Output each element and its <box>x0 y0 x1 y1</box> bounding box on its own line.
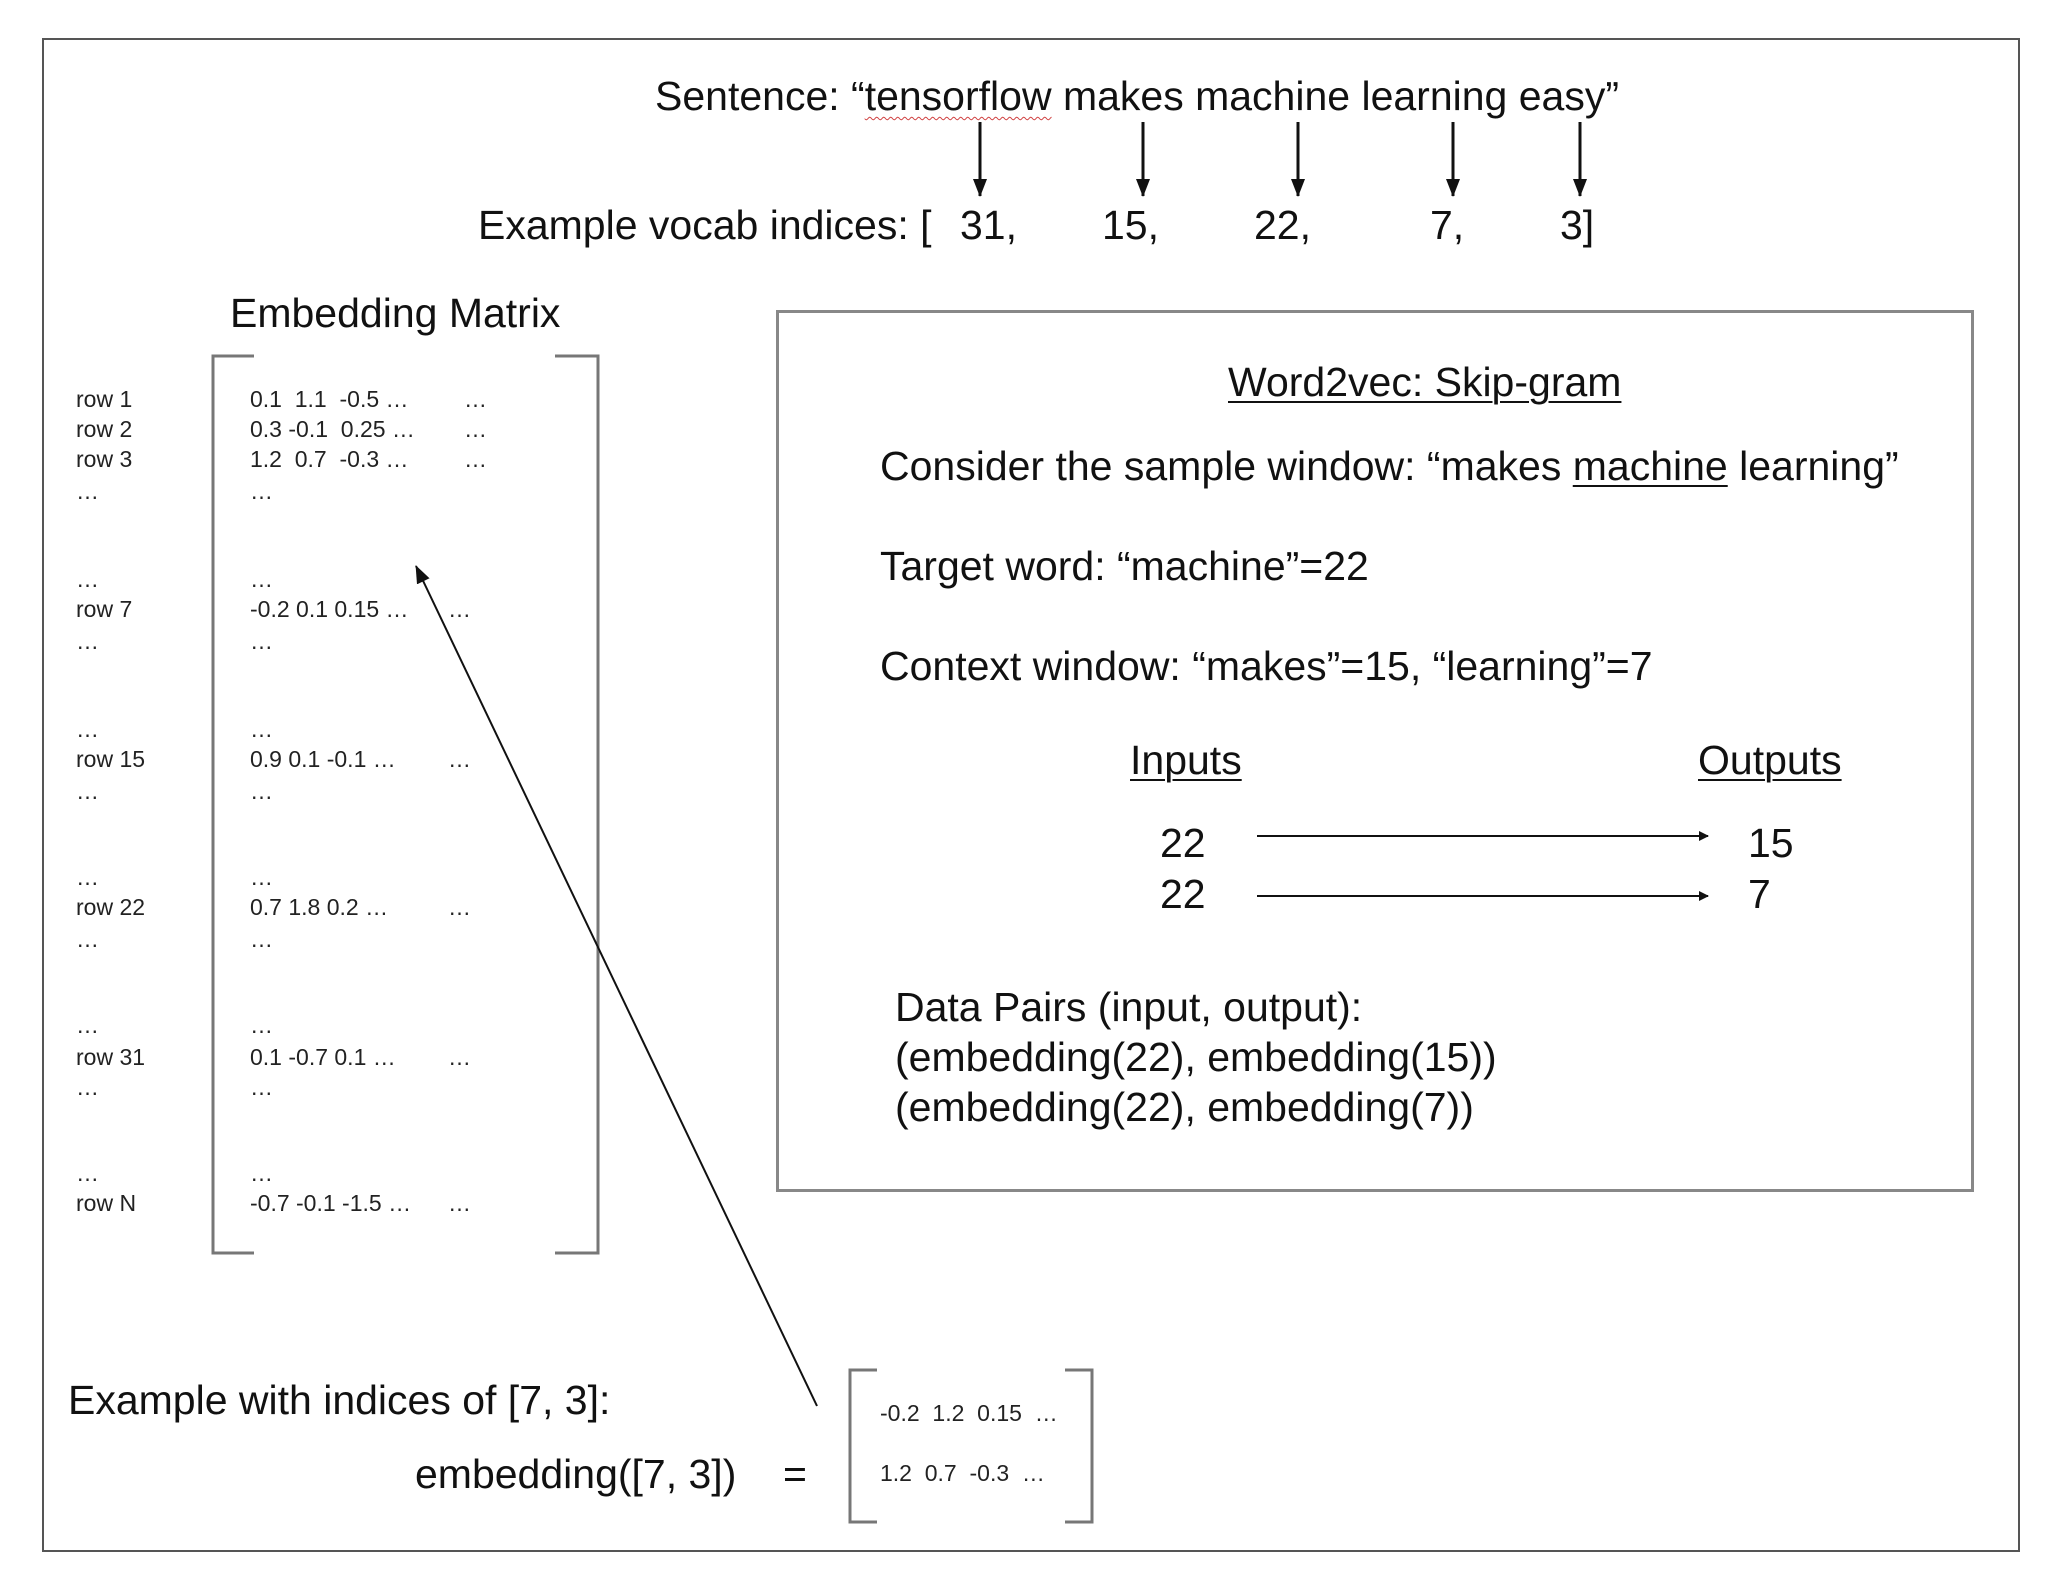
sample-window-suffix: learning” <box>1727 443 1899 489</box>
sample-window-target: machine <box>1572 443 1728 489</box>
vocab-index-7: 7, <box>1430 202 1465 248</box>
skipgram-box <box>776 310 1974 1192</box>
matrix-row-label: row 15 <box>76 746 146 772</box>
example-heading: Example with indices of [7, 3]: <box>68 1377 611 1423</box>
matrix-row-label: … <box>76 1160 99 1186</box>
embedding-call: embedding([7, 3]) <box>415 1451 737 1497</box>
skipgram-title: Word2vec: Skip-gram <box>1228 359 1622 405</box>
data-pair-line: (embedding(22), embedding(7)) <box>895 1084 1474 1130</box>
sample-window-line: Consider the sample window: “makes machi… <box>880 446 1899 487</box>
diagram-frame <box>42 38 2020 1552</box>
matrix-row-values: … <box>250 628 273 654</box>
sample-window-prefix: Consider the sample window: “makes <box>880 443 1573 489</box>
matrix-row-ellipsis: … <box>464 416 487 442</box>
matrix-row-values: 0.7 1.8 0.2 … <box>250 894 389 920</box>
vocab-index-31: 31, <box>960 202 1017 248</box>
matrix-row-label: row 7 <box>76 596 133 622</box>
matrix-row-label: row 2 <box>76 416 133 442</box>
sentence-word-tensorflow: tensorflow <box>864 73 1052 119</box>
matrix-row-label: … <box>76 478 99 504</box>
pair-input: 22 <box>1160 820 1206 866</box>
matrix-row-label: row 1 <box>76 386 133 412</box>
pair-input: 22 <box>1160 871 1206 917</box>
matrix-row-ellipsis: … <box>448 596 471 622</box>
inputs-header: Inputs <box>1130 737 1242 783</box>
vocab-index-15: 15, <box>1102 202 1159 248</box>
matrix-row-label: … <box>76 628 99 654</box>
matrix-row-values: … <box>250 926 273 952</box>
lookup-arrow <box>415 565 818 1407</box>
context-window-line: Context window: “makes”=15, “learning”=7 <box>880 643 1653 689</box>
vocab-indices-label: Example vocab indices: [ <box>478 202 932 248</box>
outputs-header: Outputs <box>1698 737 1842 783</box>
matrix-row-ellipsis: … <box>464 386 487 412</box>
matrix-row-values: 1.2 0.7 -0.3 … <box>250 446 409 472</box>
result-right-bracket <box>1065 1368 1094 1524</box>
matrix-row-values: … <box>250 716 273 742</box>
matrix-left-bracket <box>211 354 254 1255</box>
matrix-row-label: row 22 <box>76 894 146 920</box>
target-word-line: Target word: “machine”=22 <box>880 543 1369 589</box>
data-pairs-title: Data Pairs (input, output): <box>895 984 1363 1030</box>
matrix-row-label: … <box>76 716 99 742</box>
matrix-right-bracket <box>555 354 600 1255</box>
matrix-row-values: … <box>250 566 273 592</box>
matrix-row-label: row 3 <box>76 446 133 472</box>
matrix-row-label: row 31 <box>76 1044 146 1070</box>
matrix-row-values: … <box>250 1012 273 1038</box>
matrix-row-label: … <box>76 778 99 804</box>
equals-sign: = <box>783 1451 807 1497</box>
embedding-matrix-title: Embedding Matrix <box>230 290 561 336</box>
matrix-row-ellipsis: … <box>464 446 487 472</box>
matrix-row-label: … <box>76 1074 99 1100</box>
matrix-row-values: … <box>250 864 273 890</box>
vocab-index-3: 3] <box>1560 202 1595 248</box>
sentence-prefix: Sentence: “ <box>655 73 865 119</box>
matrix-row-label: row N <box>76 1190 137 1216</box>
matrix-row-label: … <box>76 566 99 592</box>
matrix-row-label: … <box>76 1012 99 1038</box>
matrix-row-values: … <box>250 778 273 804</box>
matrix-row-values: … <box>250 478 273 504</box>
matrix-row-values: -0.7 -0.1 -1.5 … <box>250 1190 412 1216</box>
matrix-row-ellipsis: … <box>448 894 471 920</box>
matrix-row-values: 0.9 0.1 -0.1 … <box>250 746 396 772</box>
matrix-row-values: 0.1 -0.7 0.1 … <box>250 1044 396 1070</box>
data-pair-line: (embedding(22), embedding(15)) <box>895 1034 1497 1080</box>
matrix-row-ellipsis: … <box>448 746 471 772</box>
matrix-row-label: … <box>76 926 99 952</box>
pair-output: 7 <box>1748 871 1771 917</box>
matrix-row-ellipsis: … <box>448 1190 471 1216</box>
matrix-row-values: 0.3 -0.1 0.25 … <box>250 416 415 442</box>
sentence-line: Sentence: “tensorflow makes machine lear… <box>655 76 1619 117</box>
matrix-row-values: 0.1 1.1 -0.5 … <box>250 386 409 412</box>
matrix-row-values: -0.2 0.1 0.15 … <box>250 596 409 622</box>
result-left-bracket <box>848 1368 877 1524</box>
matrix-row-label: … <box>76 864 99 890</box>
vocab-index-22: 22, <box>1254 202 1311 248</box>
result-row: 1.2 0.7 -0.3 … <box>880 1460 1045 1486</box>
matrix-row-ellipsis: … <box>448 1044 471 1070</box>
matrix-row-values: … <box>250 1074 273 1100</box>
pair-output: 15 <box>1748 820 1794 866</box>
sentence-rest: makes machine learning easy” <box>1051 73 1619 119</box>
matrix-row-values: … <box>250 1160 273 1186</box>
result-row: -0.2 1.2 0.15 … <box>880 1400 1058 1426</box>
